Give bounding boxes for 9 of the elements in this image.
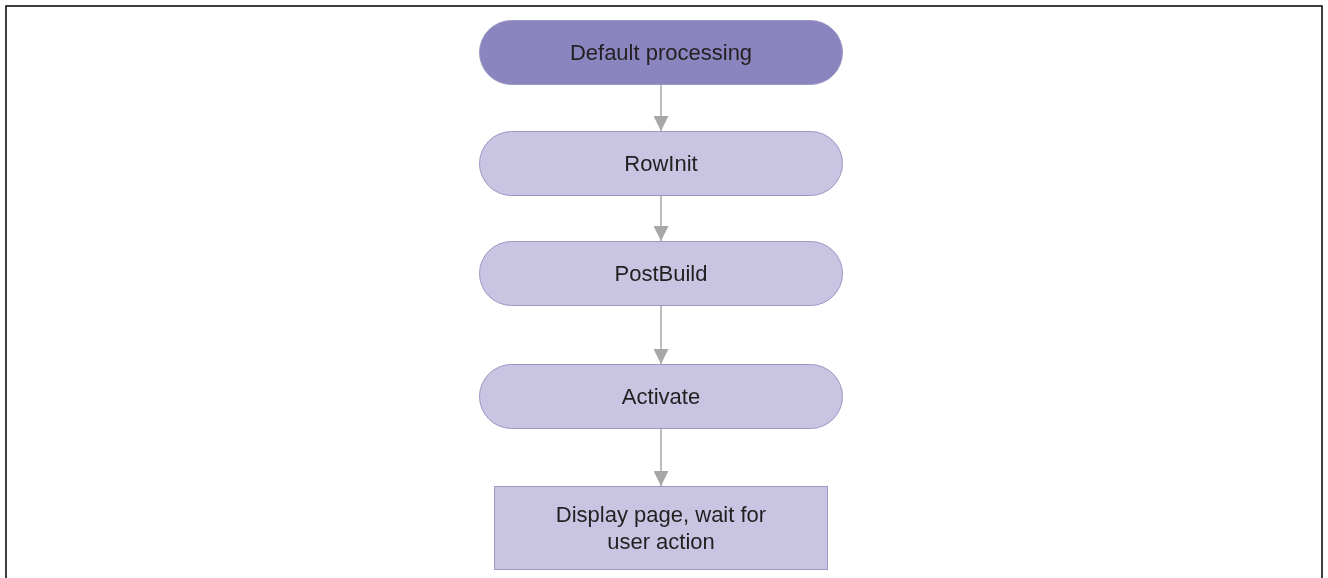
process-step: Default processing [479,20,843,85]
arrow [653,195,669,242]
process-step: PostBuild [479,241,843,306]
process-step: Activate [479,364,843,429]
process-step: RowInit [479,131,843,196]
process-box: Display page, wait for user action [494,486,828,570]
arrow [653,84,669,132]
arrow [653,305,669,365]
arrow [653,428,669,487]
